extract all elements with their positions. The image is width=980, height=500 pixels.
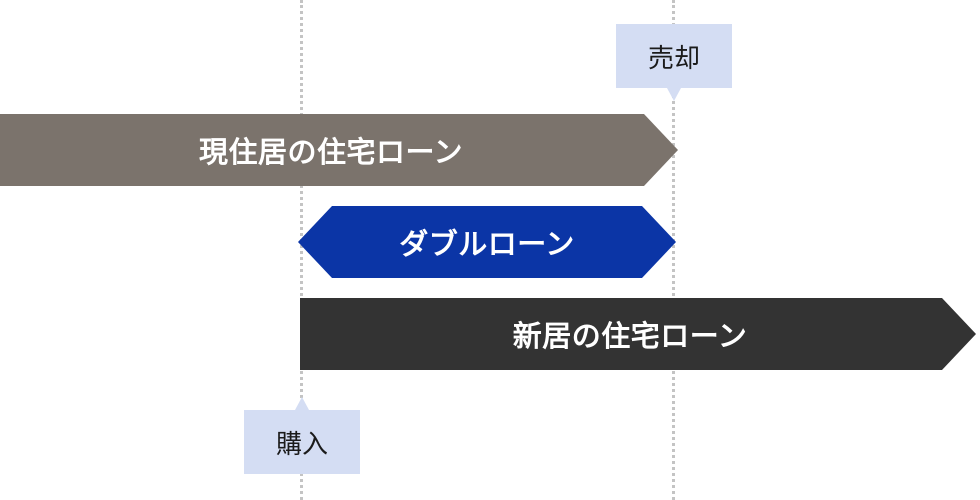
purchase-callout-label: 購入 <box>275 429 328 460</box>
sale-callout-label: 売却 <box>647 43 700 74</box>
purchase-callout: 購入 <box>244 397 360 474</box>
sale-callout: 売却 <box>616 24 732 101</box>
new-home-loan-bar: 新居の住宅ローン <box>300 298 976 370</box>
sale-guide-line <box>672 0 675 500</box>
new-home-loan-label: 新居の住宅ローン <box>512 319 748 353</box>
current-home-loan-label: 現住居の住宅ローン <box>198 135 464 169</box>
double-loan-label: ダブルローン <box>399 227 575 261</box>
purchase-guide-line <box>300 0 303 500</box>
current-home-loan-bar: 現住居の住宅ローン <box>0 114 678 186</box>
double-loan-bar: ダブルローン <box>298 206 676 278</box>
